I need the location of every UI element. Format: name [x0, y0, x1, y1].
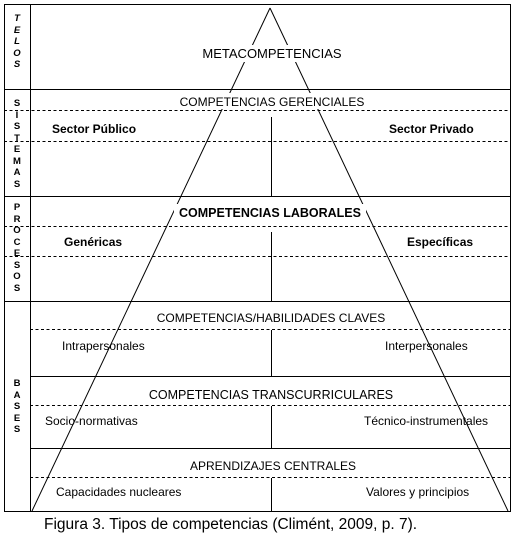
title-gerenciales: COMPETENCIAS GERENCIALES	[179, 95, 365, 109]
outer-frame	[4, 4, 511, 512]
label-sector-privado: Sector Privado	[389, 122, 474, 136]
label-capacidades-nucleares: Capacidades nucleares	[56, 485, 182, 499]
label-interpersonales: Interpersonales	[385, 339, 468, 353]
label-socio-normativas: Socio-normativas	[45, 414, 138, 428]
title-transcurriculares: COMPETENCIAS TRANSCURRICULARES	[148, 388, 394, 402]
label-valores-principios: Valores y principios	[366, 485, 470, 499]
dashed-dividers	[4, 110, 510, 478]
label-especificas: Específicas	[407, 235, 474, 249]
pyramid-right-edge	[269, 7, 509, 512]
label-intrapersonales: Intrapersonales	[62, 339, 145, 353]
pyramid-left-edge	[31, 7, 271, 512]
label-genericas: Genéricas	[64, 235, 123, 249]
title-claves: COMPETENCIAS/HABILIDADES CLAVES	[156, 311, 386, 325]
title-metacompetencias: METACOMPETENCIAS	[202, 46, 342, 61]
title-laborales: COMPETENCIAS LABORALES	[179, 206, 361, 220]
label-tecnico-instrumentales: Técnico-instrumentales	[364, 414, 489, 428]
label-sector-publico: Sector Público	[52, 122, 137, 136]
title-backgrounds	[140, 45, 402, 473]
title-aprendizajes: APRENDIZAJES CENTRALES	[189, 459, 357, 473]
figure-caption: Figura 3. Tipos de competencias (Climént…	[44, 516, 418, 533]
